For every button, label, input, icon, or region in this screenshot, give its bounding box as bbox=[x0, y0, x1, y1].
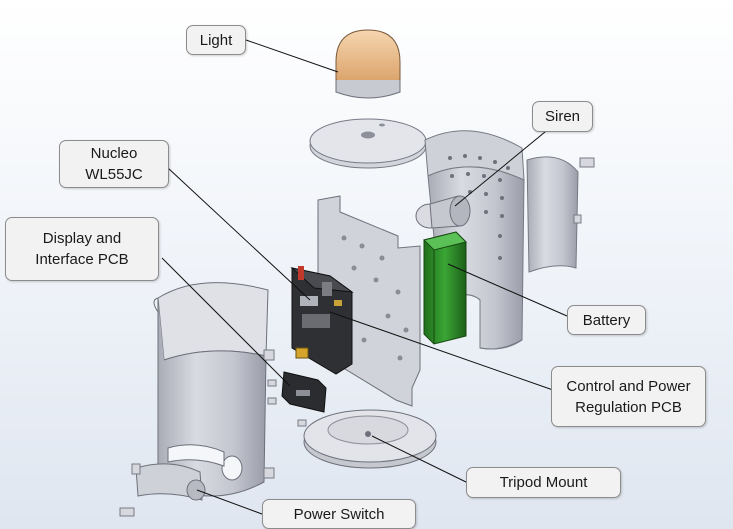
label-siren: Siren bbox=[532, 101, 593, 132]
label-light: Light bbox=[186, 25, 246, 55]
battery-part bbox=[423, 231, 467, 345]
front-shell-part bbox=[153, 282, 275, 497]
nucleo-pcb-part bbox=[290, 266, 354, 375]
label-battery: Battery bbox=[567, 305, 646, 335]
label-power-switch: Power Switch bbox=[262, 499, 416, 529]
side-panel-part bbox=[526, 156, 595, 273]
label-display-interface-pcb: Display and Interface PCB bbox=[5, 217, 159, 281]
label-tripod-mount: Tripod Mount bbox=[466, 467, 621, 498]
top-disc-part bbox=[309, 118, 427, 169]
leader-lines bbox=[161, 39, 568, 515]
light-part bbox=[335, 29, 401, 99]
siren-part bbox=[415, 195, 471, 229]
label-control-power-regulation-pcb: Control and Power Regulation PCB bbox=[551, 366, 706, 427]
power-switch-part bbox=[119, 463, 206, 517]
display-pcb-part bbox=[267, 371, 327, 427]
label-nucleo: Nucleo WL55JC bbox=[59, 140, 169, 188]
tripod-mount-part bbox=[303, 409, 437, 469]
